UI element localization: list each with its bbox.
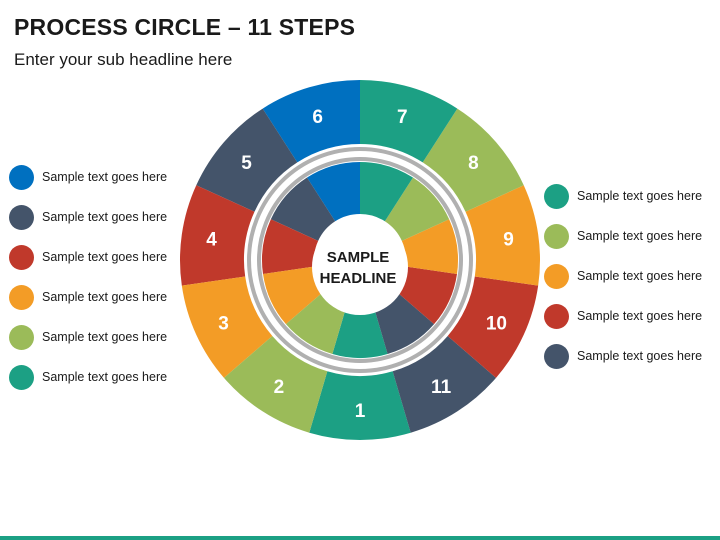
- inner-segment-step-10: [394, 266, 457, 325]
- legend-text: Sample text goes here: [42, 330, 168, 344]
- bottom-accent-bar: [0, 536, 720, 540]
- outer-segment-step-5: [196, 108, 298, 212]
- step-number-label: 8: [468, 153, 479, 174]
- outer-segment-step-9: [465, 185, 541, 286]
- outer-segment-step-4: [179, 185, 255, 286]
- legend-text: Sample text goes here: [42, 170, 168, 184]
- legend-item: Sample text goes here: [9, 277, 167, 317]
- legend-color-dot: [544, 263, 569, 289]
- step-number-label: 10: [486, 313, 507, 334]
- legend-color-dot: [9, 364, 34, 390]
- page-title: PROCESS CIRCLE – 11 STEPS: [14, 14, 356, 40]
- center-circle: [312, 219, 408, 315]
- legend-text: Sample text goes here: [577, 189, 703, 203]
- legend-item: Sample text goes here: [9, 357, 167, 397]
- legend-item: Sample text goes here: [544, 336, 702, 376]
- step-number-label: 11: [431, 377, 452, 398]
- legend-text: Sample text goes here: [577, 309, 703, 323]
- step-number-label: 7: [397, 107, 408, 128]
- legend-color-dot: [544, 343, 569, 369]
- outer-segment-step-7: [360, 80, 458, 163]
- legend-item: Sample text goes here: [9, 197, 167, 237]
- outer-segment-step-1: [309, 371, 411, 441]
- step-number-label: 3: [218, 313, 229, 334]
- legend-item: Sample text goes here: [9, 317, 167, 357]
- outer-segment-step-3: [181, 276, 273, 378]
- step-number-label: 2: [274, 377, 285, 398]
- legend-item: Sample text goes here: [544, 256, 702, 296]
- inner-segment-step-1: [332, 304, 388, 358]
- legend-text: Sample text goes here: [42, 290, 168, 304]
- step-number-label: 5: [241, 153, 252, 174]
- center-headline-line1: SAMPLE: [327, 249, 390, 266]
- legend-color-dot: [544, 303, 569, 329]
- outer-ring: [179, 80, 541, 441]
- legend-item: Sample text goes here: [544, 216, 702, 256]
- legend-color-dot: [544, 183, 569, 209]
- legend-text: Sample text goes here: [42, 370, 168, 384]
- inner-segment-step-4: [262, 219, 319, 274]
- legend-text: Sample text goes here: [577, 349, 703, 363]
- legend-text: Sample text goes here: [577, 269, 703, 283]
- ring-separator-inner: [257, 157, 463, 363]
- legend-item: Sample text goes here: [9, 237, 167, 277]
- center-headline-line2: HEADLINE: [320, 270, 397, 287]
- inner-segment-step-2: [285, 290, 348, 355]
- legend-color-dot: [9, 284, 34, 310]
- legend-item: Sample text goes here: [9, 157, 167, 197]
- step-number-label: 6: [312, 107, 323, 128]
- ring-separator-outer: [247, 147, 473, 373]
- legend-color-dot: [9, 164, 34, 190]
- legend-text: Sample text goes here: [42, 250, 168, 264]
- inner-segment-step-6: [307, 162, 360, 222]
- page-subtitle: Enter your sub headline here: [14, 50, 233, 69]
- step-number-label: 1: [355, 401, 366, 422]
- outer-segment-step-8: [422, 108, 524, 212]
- outer-segment-step-2: [223, 335, 328, 433]
- outer-segment-step-6: [262, 80, 360, 163]
- legend-color-dot: [9, 204, 34, 230]
- inner-segment-step-11: [372, 290, 435, 355]
- inner-segment-step-7: [360, 162, 413, 222]
- outer-segment-step-11: [392, 335, 497, 433]
- legend-color-dot: [9, 244, 34, 270]
- legend-item: Sample text goes here: [544, 296, 702, 336]
- outer-segment-step-10: [447, 276, 539, 378]
- step-number-label: 9: [503, 230, 514, 251]
- legend-text: Sample text goes here: [577, 229, 703, 243]
- inner-segment-step-9: [401, 219, 458, 274]
- step-number-label: 4: [206, 230, 217, 251]
- legend-item: Sample text goes here: [544, 176, 702, 216]
- inner-segment-step-5: [270, 177, 336, 241]
- inner-segment-step-8: [384, 177, 450, 241]
- legend-text: Sample text goes here: [42, 210, 168, 224]
- inner-ring: [262, 162, 458, 358]
- inner-segment-step-3: [263, 266, 326, 325]
- legend-color-dot: [544, 223, 569, 249]
- legend-color-dot: [9, 324, 34, 350]
